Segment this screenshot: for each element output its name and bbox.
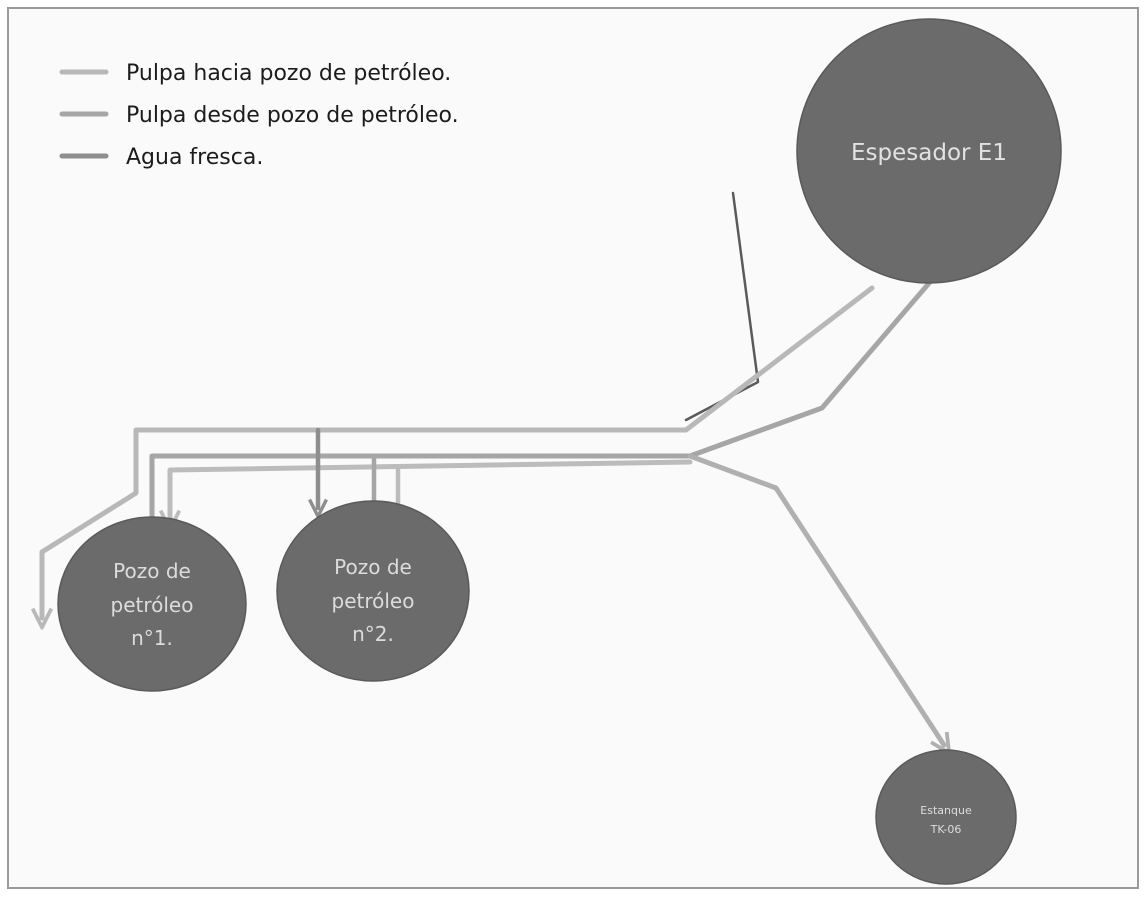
legend-label-from-well: Pulpa desde pozo de petróleo. [126,103,459,128]
pozo1-label-line2: petróleo [111,593,194,617]
node-pozo1: Pozo de petróleo n°1. [57,516,247,692]
legend-label-fresh-water: Agua fresca. [126,145,263,170]
estanque-label-line2: TK-06 [930,823,962,836]
pozo2-label-line2: petróleo [332,589,415,613]
node-espesador: Espesador E1 [796,18,1062,284]
espesador-label: Espesador E1 [851,140,1007,166]
estanque-circle [875,749,1017,885]
legend-label-to-well: Pulpa hacia pozo de petróleo. [126,61,451,86]
thin-line-input [684,191,760,422]
pipe-espesador-to-left-outlet [42,285,875,618]
pipe-junction-to-estanque [687,453,944,745]
node-estanque: Estanque TK-06 [875,749,1017,885]
pipe-junction-to-pozo1 [170,459,693,520]
legend: Pulpa hacia pozo de petróleo. Pulpa desd… [59,61,459,170]
espesador-circle [796,18,1062,284]
pozo1-label-line3: n°1. [131,626,173,650]
pozo2-circle [276,500,470,682]
pipes [42,191,944,745]
pozo1-circle [57,516,247,692]
estanque-label-line1: Estanque [920,804,972,817]
pozo2-label-line1: Pozo de [334,555,412,579]
node-pozo2: Pozo de petróleo n°2. [276,500,470,682]
pozo1-label-line1: Pozo de [113,559,191,583]
pozo2-label-line3: n°2. [352,622,394,646]
